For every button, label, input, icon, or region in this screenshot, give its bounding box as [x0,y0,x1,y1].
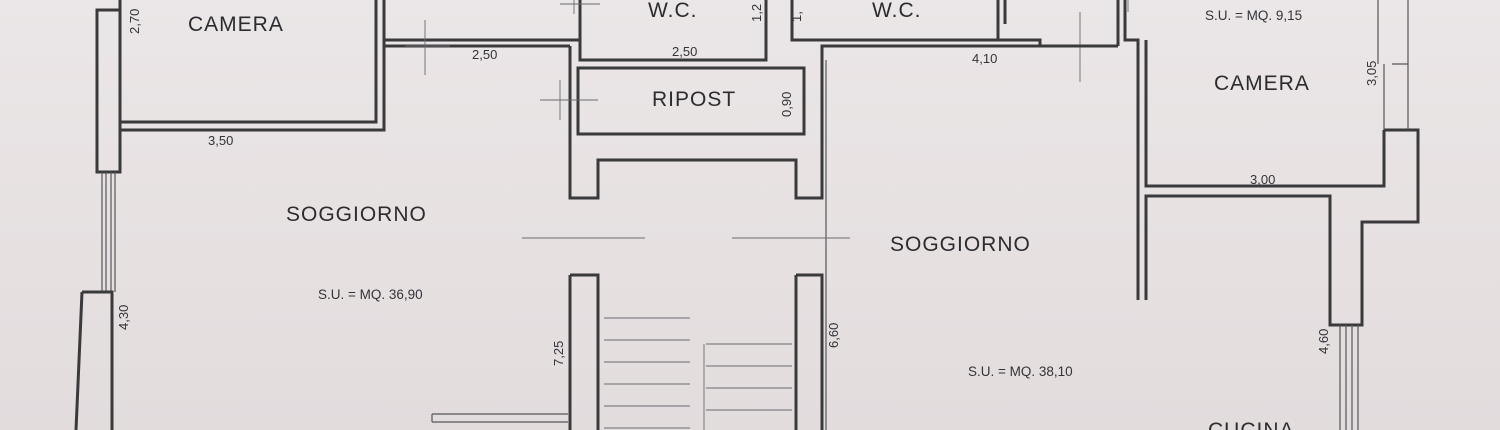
dim-corridor-width: 2,50 [472,47,497,62]
stair-core-walls [522,44,1118,430]
room-label-camera-right: CAMERA [1214,72,1310,95]
dim-wc-right-height: 1, [789,11,804,22]
room-label-soggiorno-right: SOGGIORNO [890,233,1031,256]
room-label-ripost: RIPOST [652,88,736,111]
right-window [1339,325,1359,430]
room-label-soggiorno-left: SOGGIORNO [286,203,427,226]
camera-right-walls [1116,0,1420,327]
camera-left-walls [118,0,386,132]
dim-wc-left-height: 1,2 [749,4,764,22]
dim-stair-right-height: 6,60 [826,323,841,348]
area-camera-right: S.U. = MQ. 9,15 [1205,8,1302,23]
dim-wc-left-width: 2,50 [672,44,697,59]
dim-camera-right-height: 3,05 [1364,61,1379,86]
area-soggiorno-right: S.U. = MQ. 38,10 [968,364,1073,379]
stair-treads [431,317,792,430]
dim-camera-right-width: 3,00 [1250,172,1275,187]
dim-stair-left-height: 7,25 [551,341,566,366]
room-label-cucina: CUCINA [1208,419,1295,430]
area-soggiorno-left: S.U. = MQ. 36,90 [318,287,423,302]
room-label-wc-right: W.C. [872,0,922,22]
wc-left-walls [560,0,768,62]
wc-right-walls [790,0,1118,82]
dim-soggiorno-left-height: 4,30 [116,305,131,330]
dim-camera-left-height: 2,70 [127,9,142,34]
left-exterior-wall [74,8,122,430]
dim-cucina-height: 4,60 [1316,329,1331,354]
dim-camera-left-width: 3,50 [208,133,233,148]
room-label-camera-left: CAMERA [188,13,284,36]
corridor-walls [384,20,580,75]
dim-ripost-height: 0,90 [779,92,794,117]
room-label-wc-left: W.C. [648,0,698,22]
dim-soggiorno-right-width: 4,10 [972,51,997,66]
